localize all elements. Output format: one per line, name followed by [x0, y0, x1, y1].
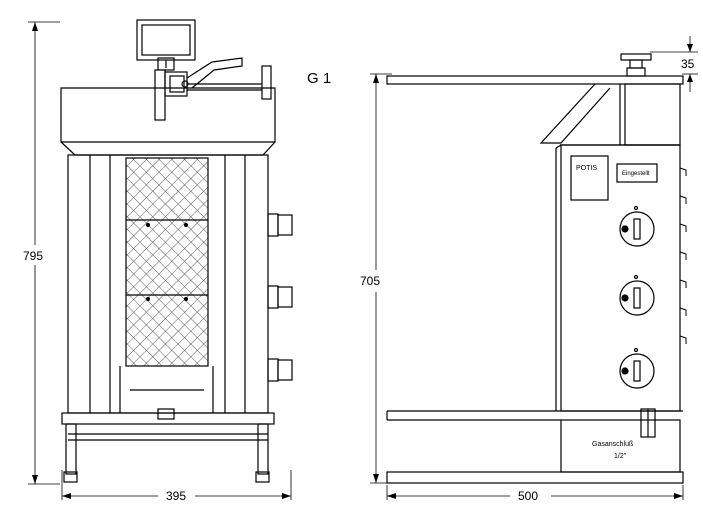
side-width-dimension-line [386, 485, 684, 500]
side-top-knob [620, 53, 652, 77]
gas-connection-label: Gasanschluß [592, 441, 633, 448]
side-drip-tray [386, 408, 683, 438]
front-burner-mesh [119, 157, 214, 413]
control-dial-3 [619, 347, 655, 389]
front-side-knob-1 [267, 213, 293, 237]
side-vent-tabs [679, 167, 687, 344]
side-top-plate [386, 75, 684, 85]
side-height-label: 705 [360, 274, 380, 288]
side-top-label: 35 [681, 57, 695, 71]
side-lower-frame [386, 419, 684, 484]
front-side-knob-3 [267, 358, 293, 382]
side-main-panel [555, 144, 681, 412]
front-body [67, 154, 269, 414]
front-base [61, 408, 275, 441]
front-control-box [136, 19, 196, 71]
side-upper-housing [539, 83, 681, 146]
front-view [28, 19, 293, 500]
front-width-dimension-line [61, 470, 292, 500]
front-legs [63, 423, 270, 483]
status-plate [616, 163, 658, 183]
side-width-label: 500 [518, 489, 538, 503]
side-height-dimension-line [370, 73, 392, 484]
gas-connection-size: 1/2" [614, 453, 627, 460]
status-label: Eingestellt [622, 171, 650, 177]
control-dial-2 [619, 274, 655, 316]
side-top-dimension-line [650, 36, 698, 92]
control-dial-1 [619, 205, 655, 247]
front-gas-valve [154, 57, 272, 121]
side-view [370, 36, 698, 500]
front-height-label: 795 [23, 249, 43, 263]
brand-plate [570, 155, 609, 201]
brand-label: POTIS [576, 165, 597, 172]
front-side-knob-2 [267, 285, 293, 309]
drawing-title: G 1 [307, 70, 331, 87]
front-width-label: 395 [166, 489, 186, 503]
front-top-housing [60, 87, 276, 156]
front-height-dimension-line [28, 21, 60, 485]
